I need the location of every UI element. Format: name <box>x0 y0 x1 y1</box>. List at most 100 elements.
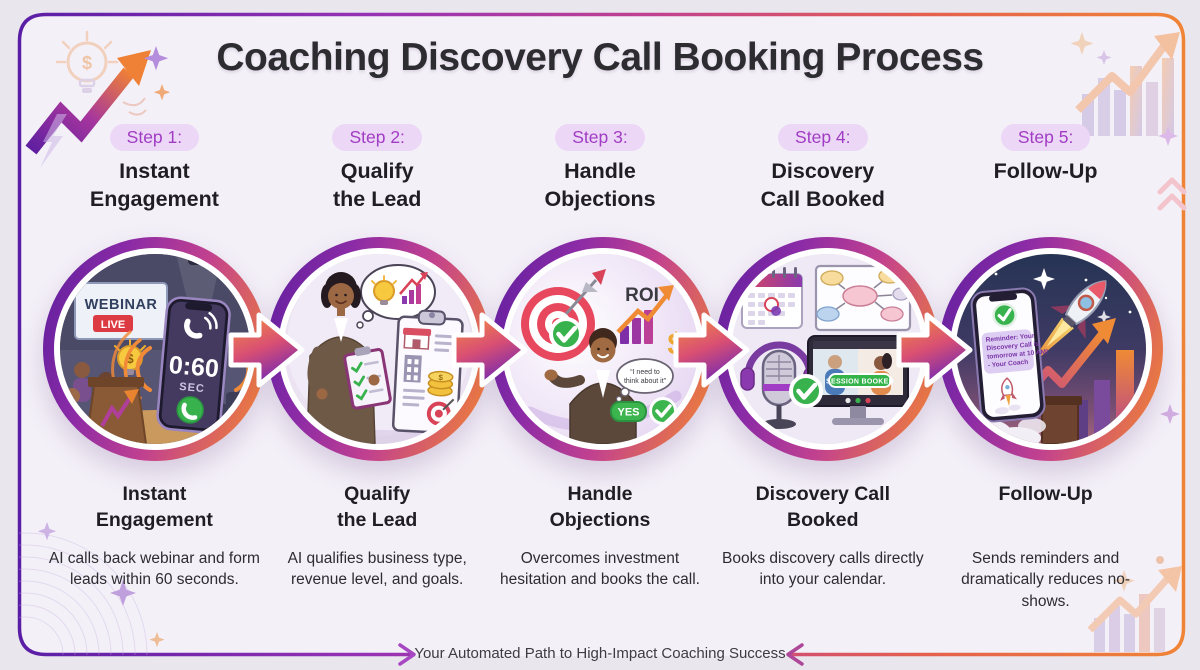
bar-chart-decoration <box>1087 556 1182 652</box>
step3-circle: ROI $ <box>491 237 715 461</box>
step-summary-title-line: Booked <box>787 508 859 531</box>
session-booked-text: SESSION BOOKED <box>826 379 894 386</box>
step-badge: Step 3: <box>555 124 645 151</box>
step-title-line: Qualify <box>340 159 414 183</box>
bulb-dollar-symbol: $ <box>126 351 134 366</box>
live-badge <box>93 315 133 332</box>
call-booked-illustration: SESSION BOOKED <box>732 254 922 444</box>
step-title-line: Handle <box>564 159 636 183</box>
process-arrow-icon <box>451 312 528 388</box>
sparkle-icon <box>143 46 169 71</box>
step-summary-title-line: Follow-Up <box>998 483 1093 505</box>
growth-bar <box>1094 380 1110 444</box>
footer-tagline: Your Automated Path to High-Impact Coach… <box>414 645 786 662</box>
checkmark-icon <box>789 374 823 408</box>
step-title-line: the Lead <box>332 186 422 211</box>
step-header-3: Step 3: Handle Objections <box>489 124 712 214</box>
step-title-line: Discovery <box>771 159 875 183</box>
step-title-line: Objections <box>544 186 656 211</box>
step2-circle: $ <box>267 237 491 461</box>
yes-label: YES <box>617 407 639 419</box>
step-title: Qualify the Lead <box>266 158 489 214</box>
growth-bar <box>1116 350 1134 444</box>
swirl-decoration <box>19 522 165 655</box>
step-summary-5: Follow-Up Sends reminders and dramatical… <box>934 482 1157 612</box>
webinar-screen-text: WEBINAR <box>85 297 158 313</box>
bar-chart-icon <box>1087 566 1182 652</box>
step-summary-title-line: the Lead <box>337 508 418 531</box>
growth-chart-icon <box>399 272 428 304</box>
step-summary-title: Handle Objections <box>489 482 712 539</box>
step-badge: Step 2: <box>332 124 422 151</box>
spotlight-icon <box>188 256 208 265</box>
step-title: Follow-Up <box>934 158 1157 186</box>
step-summary-4: Discovery Call Booked Books discovery ca… <box>711 482 934 612</box>
mini-rocket-icon <box>994 377 1021 415</box>
coach-woman <box>306 272 392 444</box>
step-badge: Step 5: <box>1000 124 1091 151</box>
sparkle-icon <box>149 632 165 648</box>
lightning-icon <box>40 114 67 168</box>
step5-circle: Reminder: Your Discovery Call is tomorro… <box>939 237 1163 461</box>
timer-unit-text: SEC <box>179 381 206 395</box>
illustration-circles-row: WEBINAR LIVE $ <box>43 237 1163 461</box>
step-summary-title: Follow-Up <box>934 482 1157 539</box>
step-summary-title-line: Instant <box>122 483 187 505</box>
reminder-phone: Reminder: Your Discovery Call is tomorro… <box>970 287 1049 423</box>
smartphone: 0:60 SEC <box>156 296 231 434</box>
step-description: AI qualifies business type, revenue leve… <box>287 550 467 589</box>
chevron-up-icon <box>1157 177 1187 211</box>
checkmark-icon <box>992 302 1017 328</box>
sparkle-icon <box>1160 404 1180 424</box>
incoming-call-icon <box>184 312 218 339</box>
objection-text-line: “I need to <box>630 369 660 376</box>
roi-label: ROI <box>625 285 659 306</box>
storefront-icon <box>403 327 432 350</box>
timer-text: 0:60 <box>168 351 220 383</box>
lightbulb-dollar-icon: $ <box>55 30 119 93</box>
bar-chart-decoration <box>1070 32 1180 136</box>
step-summary-title-line: Objections <box>549 508 651 531</box>
dot-decoration <box>1156 556 1164 564</box>
step-title-line: Follow-Up <box>993 159 1098 183</box>
tagline-arrow-right-icon <box>398 643 416 666</box>
step-badge: Step 1: <box>109 124 200 151</box>
step-title-line: Call Booked <box>760 186 885 211</box>
sparkle-icon <box>110 580 136 606</box>
step-summary-title: Discovery Call Booked <box>711 482 934 539</box>
clipboard-checklist <box>343 346 392 410</box>
process-arrow-icon <box>896 312 973 388</box>
step-header-4: Step 4: Discovery Call Booked <box>711 124 934 214</box>
sparkle-icon <box>153 84 171 101</box>
right-edge-decorations <box>1157 126 1187 424</box>
coins-icon: $ <box>427 370 454 397</box>
step-summary-title-line: Qualify <box>344 483 411 505</box>
step4-circle: SESSION BOOKED <box>715 237 939 461</box>
reminder-text-line: Reminder: Your <box>985 333 1035 344</box>
tagline-arrow-left-icon <box>786 643 804 666</box>
growth-arrow-icon <box>25 50 151 155</box>
step-title-line: Engagement <box>89 186 219 211</box>
lightbulb-dollar-symbol: $ <box>82 53 92 73</box>
objection-handling-illustration: ROI $ <box>508 254 698 444</box>
motion-lines <box>122 97 147 116</box>
coin-dollar-symbol: $ <box>438 373 443 382</box>
objection-speech-bubble: “I need to think about it” <box>615 358 674 403</box>
step-summary-1: Instant Engagement AI calls back webinar… <box>43 482 266 612</box>
webinar-screen: WEBINAR LIVE <box>74 282 168 340</box>
step-summary-title-line: Engagement <box>95 508 213 531</box>
step-description: Books discovery calls directly into your… <box>722 550 924 589</box>
step-header-2: Step 2: Qualify the Lead <box>266 124 489 214</box>
step-summary-2: Qualify the Lead AI qualifies business t… <box>266 482 489 612</box>
session-booked-banner <box>828 373 892 388</box>
step-summary-title: Qualify the Lead <box>266 482 489 539</box>
sparkle-icon <box>1070 32 1094 55</box>
video-call-monitor: SESSION BOOKED <box>807 335 909 425</box>
idea-speech-bubble <box>356 264 436 329</box>
sparkle-icon <box>37 522 57 541</box>
office-building-icon <box>403 354 422 383</box>
growth-arrow-lightbulb-decoration: $ <box>25 30 171 168</box>
podium <box>84 377 148 444</box>
